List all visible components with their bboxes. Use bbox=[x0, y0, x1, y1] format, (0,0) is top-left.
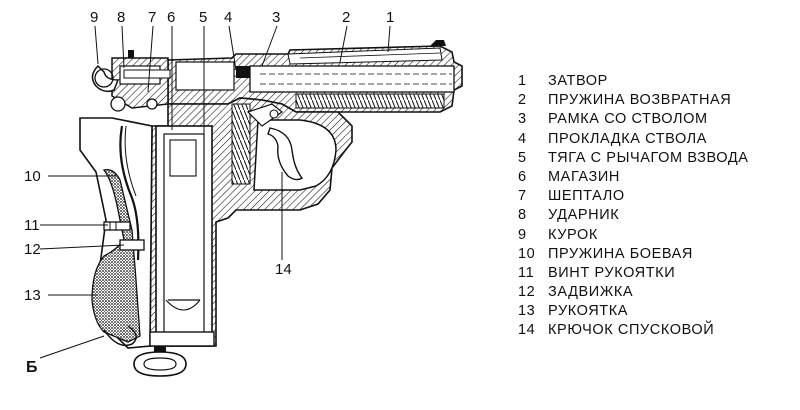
legend-item: 6 МАГАЗИН bbox=[518, 168, 794, 187]
legend-item: 9 КУРОК bbox=[518, 226, 794, 245]
legend-item: 12 ЗАДВИЖКА bbox=[518, 283, 794, 302]
legend-item: 3 РАМКА СО СТВОЛОМ bbox=[518, 110, 794, 129]
legend-item-label: ПРУЖИНА ВОЗВРАТНАЯ bbox=[548, 92, 732, 109]
callout-4: 4 bbox=[224, 9, 232, 26]
legend-item: 7 ШЕПТАЛО bbox=[518, 187, 794, 206]
callout-13: 13 bbox=[24, 287, 41, 304]
legend-item-number: 6 bbox=[518, 168, 527, 185]
leader-lines bbox=[39, 25, 391, 359]
callout-8: 8 bbox=[117, 9, 125, 26]
callout-14: 14 bbox=[275, 261, 292, 278]
legend-item-number: 14 bbox=[518, 322, 536, 339]
legend-item-number: 7 bbox=[518, 188, 527, 205]
legend-item-label: ЗАДВИЖКА bbox=[548, 284, 634, 301]
callout-10: 10 bbox=[24, 168, 41, 185]
legend-item-label: ПРОКЛАДКА СТВОЛА bbox=[548, 130, 708, 147]
legend-item-label: КРЮЧОК СПУСКОВОЙ bbox=[548, 322, 715, 339]
legend-item: 8 УДАРНИК bbox=[518, 206, 794, 225]
legend-item-number: 10 bbox=[518, 245, 536, 262]
callout-5: 5 bbox=[199, 9, 207, 26]
legend-item-number: 3 bbox=[518, 111, 527, 128]
legend-item-number: 13 bbox=[518, 303, 536, 320]
legend-item: 13 РУКОЯТКА bbox=[518, 302, 794, 321]
legend-item-number: 5 bbox=[518, 149, 527, 166]
callout-6: 6 bbox=[167, 9, 175, 26]
recoil-spring bbox=[295, 93, 445, 109]
hammer-assembly bbox=[91, 50, 171, 112]
legend-item-label: ТЯГА С РЫЧАГОМ ВЗВОДА bbox=[548, 149, 749, 166]
legend-item-label: КУРОК bbox=[548, 226, 598, 243]
callout-labels: 9 8 7 6 5 4 3 2 1 10 11 12 13 14 Б bbox=[24, 9, 394, 376]
legend-item-number: 12 bbox=[518, 284, 536, 301]
callout-7: 7 bbox=[148, 9, 156, 26]
legend-item-number: 2 bbox=[518, 92, 527, 109]
legend-item-number: 1 bbox=[518, 73, 527, 89]
legend-item-number: 8 bbox=[518, 207, 527, 224]
legend-item: 14 КРЮЧОК СПУСКОВОЙ bbox=[518, 321, 794, 340]
legend-item-label: РУКОЯТКА bbox=[548, 303, 629, 320]
legend-item-label: ВИНТ РУКОЯТКИ bbox=[548, 264, 676, 281]
legend-item: 1 ЗАТВОР bbox=[518, 72, 794, 91]
legend-item: 10 ПРУЖИНА БОЕВАЯ bbox=[518, 245, 794, 264]
legend-item: 4 ПРОКЛАДКА СТВОЛА bbox=[518, 130, 794, 149]
legend-item-label: ШЕПТАЛО bbox=[548, 188, 625, 205]
slide bbox=[167, 40, 463, 113]
legend-item-label: ЗАТВОР bbox=[548, 73, 608, 89]
legend-item-label: РАМКА СО СТВОЛОМ bbox=[548, 111, 708, 128]
parts-legend: 1 ЗАТВОР 2 ПРУЖИНА ВОЗВРАТНАЯ 3 РАМКА СО СТВО… bbox=[518, 72, 794, 341]
legend-item: 11 ВИНТ РУКОЯТКИ bbox=[518, 264, 794, 283]
callout-9: 9 bbox=[90, 9, 98, 26]
legend-item-label: ПРУЖИНА БОЕВАЯ bbox=[548, 245, 694, 262]
legend-item-label: УДАРНИК bbox=[548, 207, 620, 224]
callout-12: 12 bbox=[24, 241, 41, 258]
legend-item: 5 ТЯГА С РЫЧАГОМ ВЗВОДА bbox=[518, 149, 794, 168]
legend-item-number: 4 bbox=[518, 130, 527, 147]
legend-item: 2 ПРУЖИНА ВОЗВРАТНАЯ bbox=[518, 91, 794, 110]
grip bbox=[79, 117, 153, 349]
callout-2: 2 bbox=[342, 9, 350, 26]
callout-1: 1 bbox=[386, 9, 394, 26]
callout-3: 3 bbox=[272, 9, 280, 26]
callout-11: 11 bbox=[24, 217, 40, 234]
magazine bbox=[133, 125, 215, 377]
callout-b: Б bbox=[26, 359, 38, 376]
legend-item-number: 9 bbox=[518, 226, 527, 243]
legend-item-number: 11 bbox=[518, 264, 535, 281]
legend-item-label: МАГАЗИН bbox=[548, 168, 620, 185]
